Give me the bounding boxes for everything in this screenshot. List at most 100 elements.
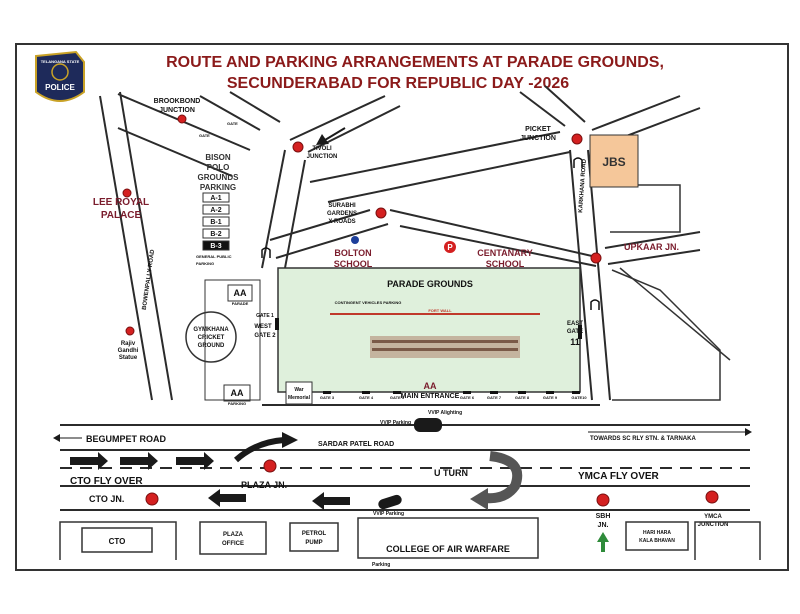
lee-royal-label-1: LEE ROYAL xyxy=(93,197,149,208)
rajiv-label-2: Gandhi xyxy=(118,348,139,354)
brookbond-label-1: BROOKBOND xyxy=(154,98,201,105)
west-gate-2-label: GATE 2 xyxy=(254,333,276,339)
jbs-outline xyxy=(610,184,681,233)
war-memorial-label-1: War xyxy=(294,387,303,393)
gate-4-label: GATE 4 xyxy=(359,395,374,400)
plaza-office-label-1: PLAZA xyxy=(223,532,244,538)
cto-jn-label: CTO JN. xyxy=(89,494,124,504)
sbh-label-2: JN. xyxy=(598,522,609,529)
east-road-line xyxy=(619,267,731,361)
lee-royal-dot xyxy=(122,188,132,198)
plaza-label: PLAZA JN. xyxy=(241,480,287,490)
tivoli-arrow-head xyxy=(316,134,329,145)
centenary-label-1: CENTANARY xyxy=(477,248,533,258)
junction-labels: BROOKBOND JUNCTION TIVOLI JUNCTION PICKE… xyxy=(89,98,728,529)
logo-top-text: TELANGANA STATE xyxy=(41,59,80,64)
u-turn-arrow xyxy=(484,451,523,504)
surabhi-dot xyxy=(375,207,387,219)
slot-b3: B-3 xyxy=(210,243,221,250)
fort-wall-label: FORT WALL xyxy=(428,308,452,313)
gate-10-label: GATE10 xyxy=(571,395,587,400)
surabhi-label-1: SURABHI xyxy=(328,203,356,209)
parking-p-text: P xyxy=(447,243,453,252)
gate-label-brookbond: GATE xyxy=(199,133,210,138)
tivoli-label-1: TIVOLI xyxy=(312,146,332,152)
slot-a2: A-2 xyxy=(210,207,221,214)
lee-royal-label-2: PALACE xyxy=(101,210,142,221)
parade-grounds-area xyxy=(277,267,581,393)
bolton-label-2: SCHOOL xyxy=(334,259,373,269)
bolton-dot xyxy=(351,236,359,244)
west-gate-label: WEST xyxy=(254,324,272,330)
cto-box-label: CTO xyxy=(109,537,126,546)
gate-entrance-west xyxy=(261,247,271,258)
bison-label-3: GROUNDS xyxy=(198,173,240,182)
plaza-office-label-2: OFFICE xyxy=(222,541,244,547)
u-turn-label: U TURN xyxy=(434,468,468,478)
vvip-car-top xyxy=(414,418,442,432)
karkhana-road-label: KARKHANA ROAD xyxy=(578,158,588,213)
war-memorial-label-2: Memorial xyxy=(288,395,311,401)
south-west-outline xyxy=(59,521,177,560)
general-parking-label-2: PARKING xyxy=(196,261,214,266)
aa-top-sub: PARADE xyxy=(232,301,249,306)
surabhi-label-2: GARDENS xyxy=(327,211,357,217)
college-label: COLLEGE OF AIR WARFARE xyxy=(386,544,510,554)
tivoli-arrow-line xyxy=(324,127,346,141)
centenary-label-2: SCHOOL xyxy=(486,259,525,269)
aa-parking-box-bottom xyxy=(223,384,251,402)
bison-label-2: POLO xyxy=(207,163,230,172)
west-gate-1-label: GATE 1 xyxy=(256,313,274,319)
rajiv-label-3: Statue xyxy=(119,355,138,361)
west-block-outline xyxy=(204,279,261,401)
ymca-label-1: YMCA xyxy=(704,514,722,520)
petrol-pump-box xyxy=(289,522,339,552)
map-title-line-2: SECUNDERABAD FOR REPUBLIC DAY -2026 xyxy=(227,75,569,92)
petrol-pump-label-2: PUMP xyxy=(305,540,322,546)
slot-b1: B-1 xyxy=(210,219,221,226)
bison-label-4: PARKING xyxy=(200,183,236,192)
vvip-alighting-label-top: VVIP Alighting xyxy=(428,410,462,416)
cto-box xyxy=(81,527,153,553)
surabhi-label-3: X ROADS xyxy=(328,219,355,225)
begumpet-road-label: BEGUMPET ROAD xyxy=(86,434,167,444)
tivoli-dot xyxy=(292,141,304,153)
rajiv-label-1: Rajiv xyxy=(121,341,136,347)
college-box xyxy=(357,517,539,559)
gate-5-label: GATE 5 xyxy=(390,395,405,400)
bolton-label-1: BOLTON xyxy=(334,248,371,258)
brookbond-label-2: JUNCTION xyxy=(159,107,195,114)
slot-a1: A-1 xyxy=(210,195,221,202)
aa-parking-box-top xyxy=(227,284,253,302)
direction-arrows xyxy=(70,452,350,510)
aa-bottom-sub: PARKING xyxy=(228,401,246,406)
main-entrance-aa-label: AA xyxy=(424,381,437,391)
bottom-gate-markers: GATE 3 GATE 4 GATE 5 GATE 6 GATE 7 GATE … xyxy=(320,391,587,400)
parade-contingent-image xyxy=(370,336,520,358)
ymca-label-2: JUNCTION xyxy=(698,522,729,528)
begumpet-arrow-head xyxy=(53,434,60,442)
aa-top-label: AA xyxy=(234,288,247,298)
contingent-parking-label: CONTINGENT VEHICLES PARKING xyxy=(335,300,402,305)
gate-8-label: GATE 8 xyxy=(515,395,530,400)
jbs-block xyxy=(589,134,639,188)
parking-label-bottom: Parking xyxy=(372,562,390,568)
sardar-patel-road-label: SARDAR PATEL ROAD xyxy=(318,441,394,448)
plaza-curved-arrow xyxy=(233,437,285,463)
bison-label-1: BISON xyxy=(205,153,231,162)
gate-3-label: GATE 3 xyxy=(320,395,335,400)
ymca-flyover-label: YMCA FLY OVER xyxy=(578,471,660,482)
logo-main-text: POLICE xyxy=(45,83,75,92)
parking-slots: A-1 A-2 B-1 B-2 B-3 xyxy=(202,192,230,251)
sbh-label-1: SBH xyxy=(596,513,611,520)
main-entrance-label: MAIN ENTRANCE xyxy=(401,393,460,400)
junction-markers xyxy=(122,114,719,507)
gymkhana-label-3: GROUND xyxy=(198,343,225,349)
east-block-outline xyxy=(611,269,721,401)
east-gate-marker xyxy=(578,325,582,339)
hari-hara-label-2: KALA BHAVAN xyxy=(639,538,675,544)
gate-label-top: GATE xyxy=(227,121,238,126)
gate-entrance-karkhana xyxy=(573,157,583,168)
petrol-pump-label-1: PETROL xyxy=(302,531,327,537)
